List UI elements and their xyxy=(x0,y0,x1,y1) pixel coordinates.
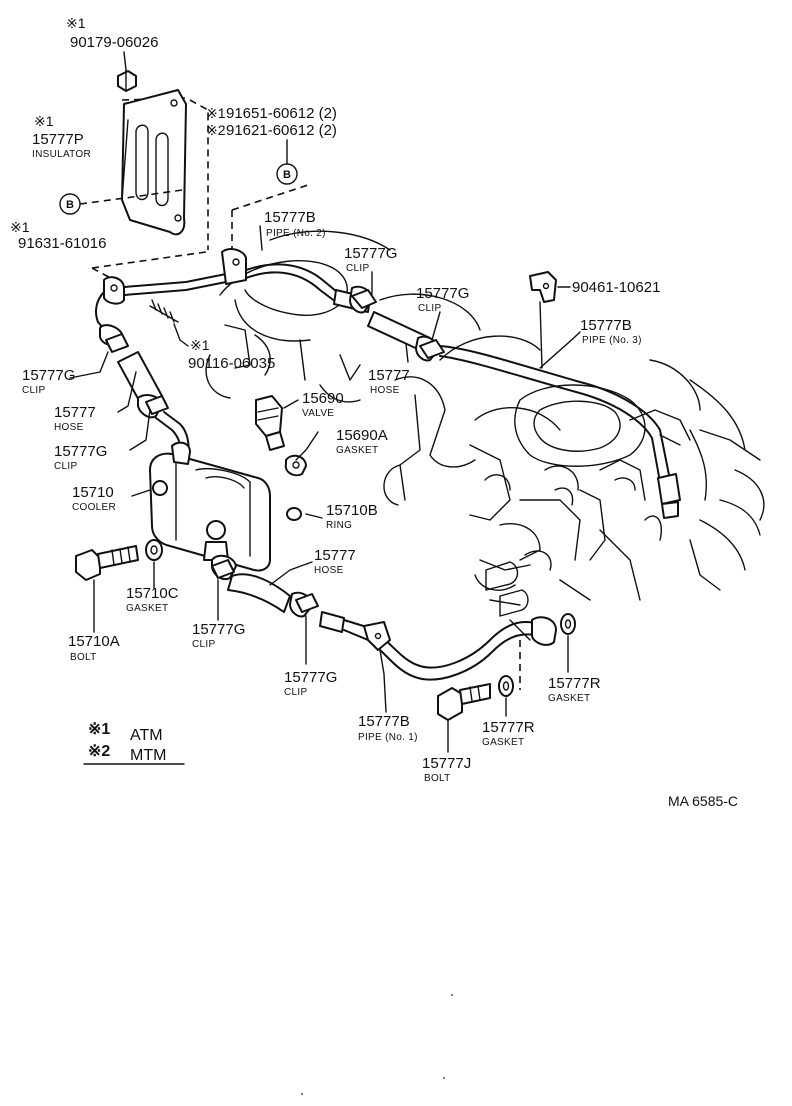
pipe-no1 xyxy=(343,616,557,681)
bracket-90461 xyxy=(529,271,557,369)
callout-part-name: INSULATOR xyxy=(32,149,91,160)
callout-part-name: COOLER xyxy=(72,502,116,513)
legend-text: ATM xyxy=(130,727,163,744)
callout-part-name: HOSE xyxy=(54,422,84,433)
pipe-gasket-15777r-2 xyxy=(498,675,514,697)
callout-part-number: 15777J xyxy=(422,755,471,772)
callout-part-name: CLIP xyxy=(418,303,441,314)
engine-intake-drawing xyxy=(205,230,765,641)
callout-part-name: GASKET xyxy=(548,693,590,704)
callout-part-name: HOSE xyxy=(370,385,400,396)
callout-part-name: PIPE (No. 2) xyxy=(266,228,326,239)
callout-part-number: 15777G xyxy=(416,285,469,302)
callout-part-number: 15777B xyxy=(358,713,410,730)
callout-mark: ※1 xyxy=(66,15,86,31)
callout-part-number: 15777 xyxy=(54,404,96,421)
callout-part-name: CLIP xyxy=(284,687,307,698)
callout-part-number: 15690A xyxy=(336,427,388,444)
callout-part-name: BOLT xyxy=(70,652,97,663)
valve-gasket-15690a xyxy=(284,454,307,477)
ring-15710b xyxy=(286,507,302,521)
leader-lines xyxy=(69,139,581,753)
callout-part-number: 15777 xyxy=(368,367,410,384)
callout-part-name: GASKET xyxy=(336,445,378,456)
callout-part-number: 15710A xyxy=(68,633,120,650)
callout-part-number: 15777G xyxy=(22,367,75,384)
callout-mark: ※1 xyxy=(190,337,210,353)
nut-90179 xyxy=(117,69,137,92)
callout-mark: ※1 xyxy=(34,113,54,129)
cooler-gasket-15710c xyxy=(145,539,163,561)
callout-part-number: 15690 xyxy=(302,390,344,407)
cooler-15710 xyxy=(149,441,271,572)
callout-part-number: 15777G xyxy=(284,669,337,686)
callout-part-number: 91631-61016 xyxy=(18,235,106,252)
pipe-no2 xyxy=(95,248,343,335)
callout-part-number: 90116-06035 xyxy=(188,355,275,372)
callout-part-number: 90179-06026 xyxy=(70,34,158,51)
clip-set xyxy=(105,289,445,613)
callout-mark: ※1 xyxy=(206,105,226,121)
callout-part-number: 15777B xyxy=(580,317,632,334)
callout-part-name: CLIP xyxy=(346,263,369,274)
callout-part-number: 15710C xyxy=(126,585,179,602)
callout-part-name: RING xyxy=(326,520,352,531)
svg-text:B: B xyxy=(66,199,74,211)
callout-part-number: 15777R xyxy=(482,719,535,736)
pipe-gasket-15777r-1 xyxy=(560,613,576,635)
callout-mark: ※1 xyxy=(10,219,30,235)
callout-part-number: 90461-10621 xyxy=(572,279,660,296)
legend-mark: ※1 xyxy=(88,721,110,738)
callout-part-name: VALVE xyxy=(302,408,334,419)
pipe-bolt-15777j xyxy=(437,683,491,721)
callout-part-name: CLIP xyxy=(54,461,77,472)
callout-part-name: CLIP xyxy=(22,385,45,396)
callout-part-name: BOLT xyxy=(424,773,451,784)
insulator-15777p xyxy=(121,89,187,236)
ref-b-marker: B xyxy=(59,193,81,215)
callout-part-name: HOSE xyxy=(314,565,344,576)
callout-part-number: 15777B xyxy=(264,209,316,226)
callout-part-number: 91621-60612 (2) xyxy=(226,122,337,139)
svg-text:B: B xyxy=(283,169,291,181)
diagram-reference-code: MA 6585-C xyxy=(668,793,738,809)
callout-part-number: 15710 xyxy=(72,484,114,501)
legend-mark: ※2 xyxy=(88,743,110,760)
callout-part-number: 91651-60612 (2) xyxy=(226,105,337,122)
valve-15690 xyxy=(255,395,285,451)
callout-mark: ※2 xyxy=(206,122,226,138)
scan-specks xyxy=(301,994,453,1095)
callout-part-number: 15777P xyxy=(32,131,84,148)
callout-part-number: 15777G xyxy=(192,621,245,638)
callout-part-name: GASKET xyxy=(126,603,168,614)
stud-90116 xyxy=(149,299,179,323)
callout-part-name: GASKET xyxy=(482,737,524,748)
callout-part-number: 15777 xyxy=(314,547,356,564)
callout-part-name: CLIP xyxy=(192,639,215,650)
callout-part-number: 15710B xyxy=(326,502,378,519)
ref-b-marker: B xyxy=(276,163,298,185)
callout-part-number: 15777R xyxy=(548,675,601,692)
legend: ※1 ATM ※2 MTM xyxy=(83,721,185,765)
callout-part-name: PIPE (No. 3) xyxy=(582,335,642,346)
callout-part-number: 15777G xyxy=(54,443,107,460)
callout-part-name: PIPE (No. 1) xyxy=(358,732,418,743)
callout-part-number: 15777G xyxy=(344,245,397,262)
leader-90179 xyxy=(123,51,127,71)
legend-text: MTM xyxy=(130,747,166,764)
cooler-bolt-15710a xyxy=(75,545,139,581)
